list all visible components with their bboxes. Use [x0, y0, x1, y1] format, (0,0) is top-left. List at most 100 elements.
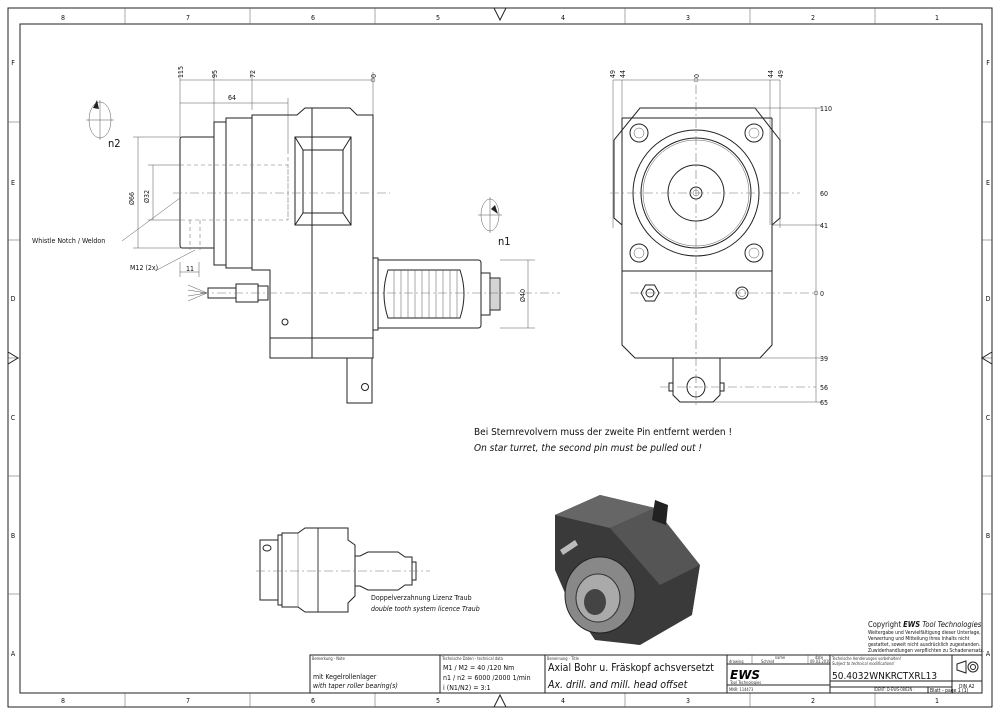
changes-de: Technische Aenderungen vorbehalten!: [831, 656, 901, 661]
col-label-bottom: 1: [935, 697, 939, 705]
dim-60: 60: [820, 190, 828, 198]
rotation-n1-icon: [478, 197, 502, 233]
title-block: Bemerkung - Note mit Kegelrollenlager wi…: [309, 654, 983, 694]
row-labels: F E D C B A F E D C B A: [11, 59, 991, 658]
note-de: Bei Sternrevolvern muss der zweite Pin e…: [474, 427, 732, 438]
dim-0: 0: [370, 74, 378, 78]
m12-label: M12 (2x): [130, 264, 158, 272]
dim-49-left: 49: [609, 70, 617, 78]
changes-en: Subject to technical modifications!: [832, 661, 895, 666]
copyright-title: Copyright EWS Tool Technologies: [868, 620, 982, 629]
drawing-date: 09.03.2010: [810, 659, 831, 664]
mnr: MNR: 114473: [729, 687, 753, 692]
note-en: On star turret, the second pin must be p…: [474, 443, 702, 454]
drawn-by: Schmid: [761, 659, 774, 664]
n2-label: n2: [108, 137, 121, 150]
col-label-bottom: 3: [686, 697, 690, 705]
col-label-bottom: 8: [61, 697, 65, 705]
double-tooth-en: double tooth system licence Traub: [371, 605, 480, 613]
col-label-top: 4: [561, 14, 565, 22]
centering-marks: [7, 7, 993, 708]
inner-frame: [19, 23, 983, 694]
outer-frame: [7, 7, 993, 708]
remarks-en: with taper roller bearing(s): [313, 682, 398, 690]
whistle-notch-label: Whistle Notch / Weldon: [32, 237, 105, 245]
dim-41: 41: [820, 222, 828, 230]
ews-subtitle: Tool Technologies: [729, 680, 761, 685]
row-label-right: D: [986, 295, 991, 303]
remarks-de: mit Kegelrollenlager: [313, 673, 377, 681]
col-label-bottom: 2: [811, 697, 815, 705]
side-view: 115 95 72 0 64 Ø66 Ø32 Whistle Notch / W…: [32, 66, 560, 404]
dim-44-right: 44: [767, 70, 775, 78]
name-header: name: [775, 655, 786, 660]
col-label-top: 5: [436, 14, 440, 22]
column-labels: 8 7 6 5 4 3 2 1 8 7 6 5 4 3 2 1: [61, 14, 939, 705]
sheet: Blatt - page 1 (1): [930, 688, 969, 694]
dim-115: 115: [177, 66, 185, 78]
dim-dia-32: Ø32: [143, 190, 151, 203]
copyright-line: Weitergabe und Vervielfältigung dieser U…: [868, 630, 981, 636]
col-label-top: 2: [811, 14, 815, 22]
row-label-left: D: [11, 295, 16, 303]
double-tooth-de: Doppelverzahnung Lizenz Traub: [371, 594, 472, 602]
dim-0-right: 0: [820, 290, 824, 298]
drawing-title-de: Axial Bohr u. Fräskopf achsversetzt: [548, 662, 714, 674]
date-header: date: [815, 655, 824, 660]
dim-44-left: 44: [619, 70, 627, 78]
dim-64: 64: [228, 94, 236, 102]
output-spindle: Ø40: [372, 257, 535, 331]
row-label-right: C: [986, 414, 991, 422]
dim-39: 39: [820, 355, 828, 363]
row-label-left: C: [11, 414, 16, 422]
col-label-bottom: 5: [436, 697, 440, 705]
bolt-icons: [629, 123, 764, 263]
col-label-top: 7: [186, 14, 190, 22]
tech-header: Technische Daten - technical data: [441, 656, 503, 661]
tech-torque: M1 / M2 = 40 /120 Nm: [443, 664, 514, 672]
projection-symbol-icon: [956, 660, 979, 674]
dim-dia-40: Ø40: [519, 289, 527, 302]
dim-72: 72: [249, 70, 257, 78]
tech-speed: n1 / n2 = 6000 /2000 1/min: [443, 674, 531, 682]
row-label-left: F: [11, 59, 15, 67]
row-label-left: E: [11, 179, 15, 187]
row-label-right: E: [986, 179, 990, 187]
dim-65: 65: [820, 399, 828, 407]
din-format: DIN A2: [959, 684, 975, 690]
part-number: 50.4032WNKRCTXRL13: [832, 671, 937, 682]
row-label-right: A: [986, 650, 991, 658]
dim-95: 95: [211, 70, 219, 78]
row-label-right: F: [986, 59, 990, 67]
isometric-render: [555, 495, 700, 645]
col-label-top: 1: [935, 14, 939, 22]
row-label-left: B: [11, 532, 15, 540]
copyright-line: gestattet, soweit nicht ausdrücklich zug…: [868, 642, 980, 648]
front-view: 49 44 0 44 49 110 60 41: [609, 70, 832, 407]
col-label-top: 8: [61, 14, 65, 22]
copyright-line: Zuwiderhandlungen verpflichten zu Schade…: [868, 648, 984, 654]
remarks-header: Bemerkung - Note: [312, 656, 346, 661]
ident: IDENT: D-EWS-0862N -: [874, 687, 915, 692]
double-tooth-view: Doppelverzahnung Lizenz Traub double too…: [256, 527, 480, 613]
row-label-right: B: [986, 532, 990, 540]
col-label-bottom: 6: [311, 697, 315, 705]
rotation-n2-icon: [86, 100, 114, 140]
frame-ticks: [7, 7, 993, 708]
dim-56: 56: [820, 384, 828, 392]
dim-0-top: 0: [693, 74, 701, 78]
title-header: Benennung - Title: [547, 656, 580, 661]
row-label-left: A: [11, 650, 16, 658]
col-label-bottom: 4: [561, 697, 565, 705]
copyright-block: Copyright EWS Tool Technologies Weiterga…: [868, 620, 984, 654]
drawing-label: drawing: [729, 659, 743, 664]
dim-110: 110: [820, 105, 832, 113]
dim-49-right: 49: [777, 70, 785, 78]
drawing-title-en: Ax. drill. and mill. head offset: [547, 679, 688, 691]
screw-icon: [281, 318, 289, 326]
dim-dia-66: Ø66: [128, 192, 136, 205]
tech-ratio: i (N1/N2) = 3:1: [443, 684, 491, 692]
n1-label: n1: [498, 235, 511, 248]
col-label-top: 6: [311, 14, 315, 22]
